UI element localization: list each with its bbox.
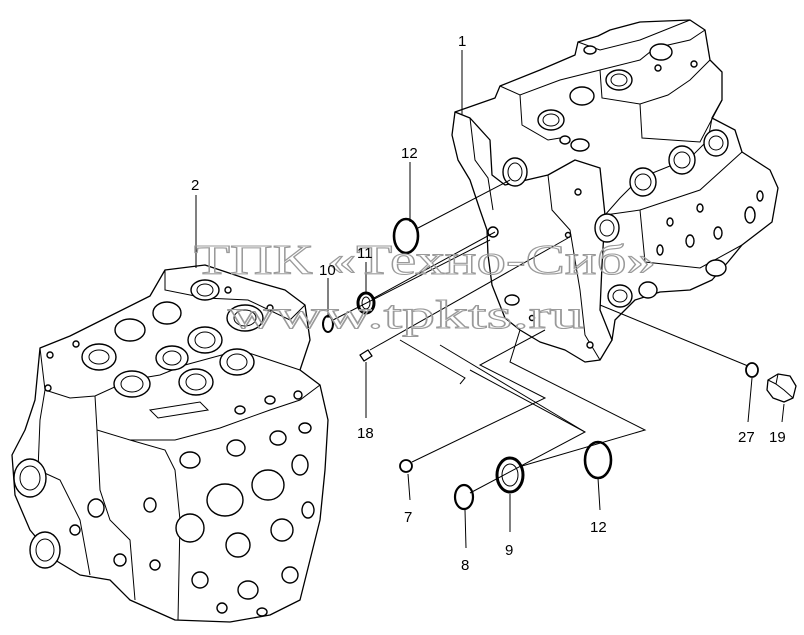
callout-labels: 1 2 12 10 11 18 7 8 9 12 27 19: [191, 33, 786, 574]
plug-19: [766, 373, 797, 403]
callout-18: 18: [357, 425, 374, 442]
assembly-lines: [332, 179, 749, 494]
callout-leaders: [195, 50, 785, 549]
seal-ring-12-lower: [583, 440, 613, 480]
seal-ring-12-upper: [392, 217, 420, 255]
callout-10: 10: [319, 262, 336, 279]
watermark-line-2: www.tpkts.ru: [228, 292, 584, 337]
callout-12-lower: 12: [590, 519, 607, 536]
callout-8: 8: [461, 557, 469, 574]
o-ring-8: [453, 483, 475, 511]
callout-2: 2: [191, 177, 199, 194]
plug-18: [359, 349, 373, 362]
control-valve-section-2: [11, 264, 329, 623]
control-valve-assembly-1: [451, 19, 779, 363]
watermark: ТПК «Техно-Сиб» www.tpkts.ru: [193, 237, 656, 337]
callout-19: 19: [769, 429, 786, 446]
o-ring-7: [399, 459, 413, 473]
callout-27: 27: [738, 429, 755, 446]
callout-9: 9: [505, 542, 513, 559]
callout-11: 11: [357, 245, 373, 262]
callout-12-upper: 12: [401, 145, 418, 162]
callout-1: 1: [458, 33, 466, 50]
watermark-line-1: ТПК «Техно-Сиб»: [194, 238, 656, 284]
callout-7: 7: [404, 509, 412, 526]
o-ring-27: [745, 362, 759, 378]
backup-ring-9: [495, 456, 525, 494]
backup-ring-11: [356, 291, 376, 315]
